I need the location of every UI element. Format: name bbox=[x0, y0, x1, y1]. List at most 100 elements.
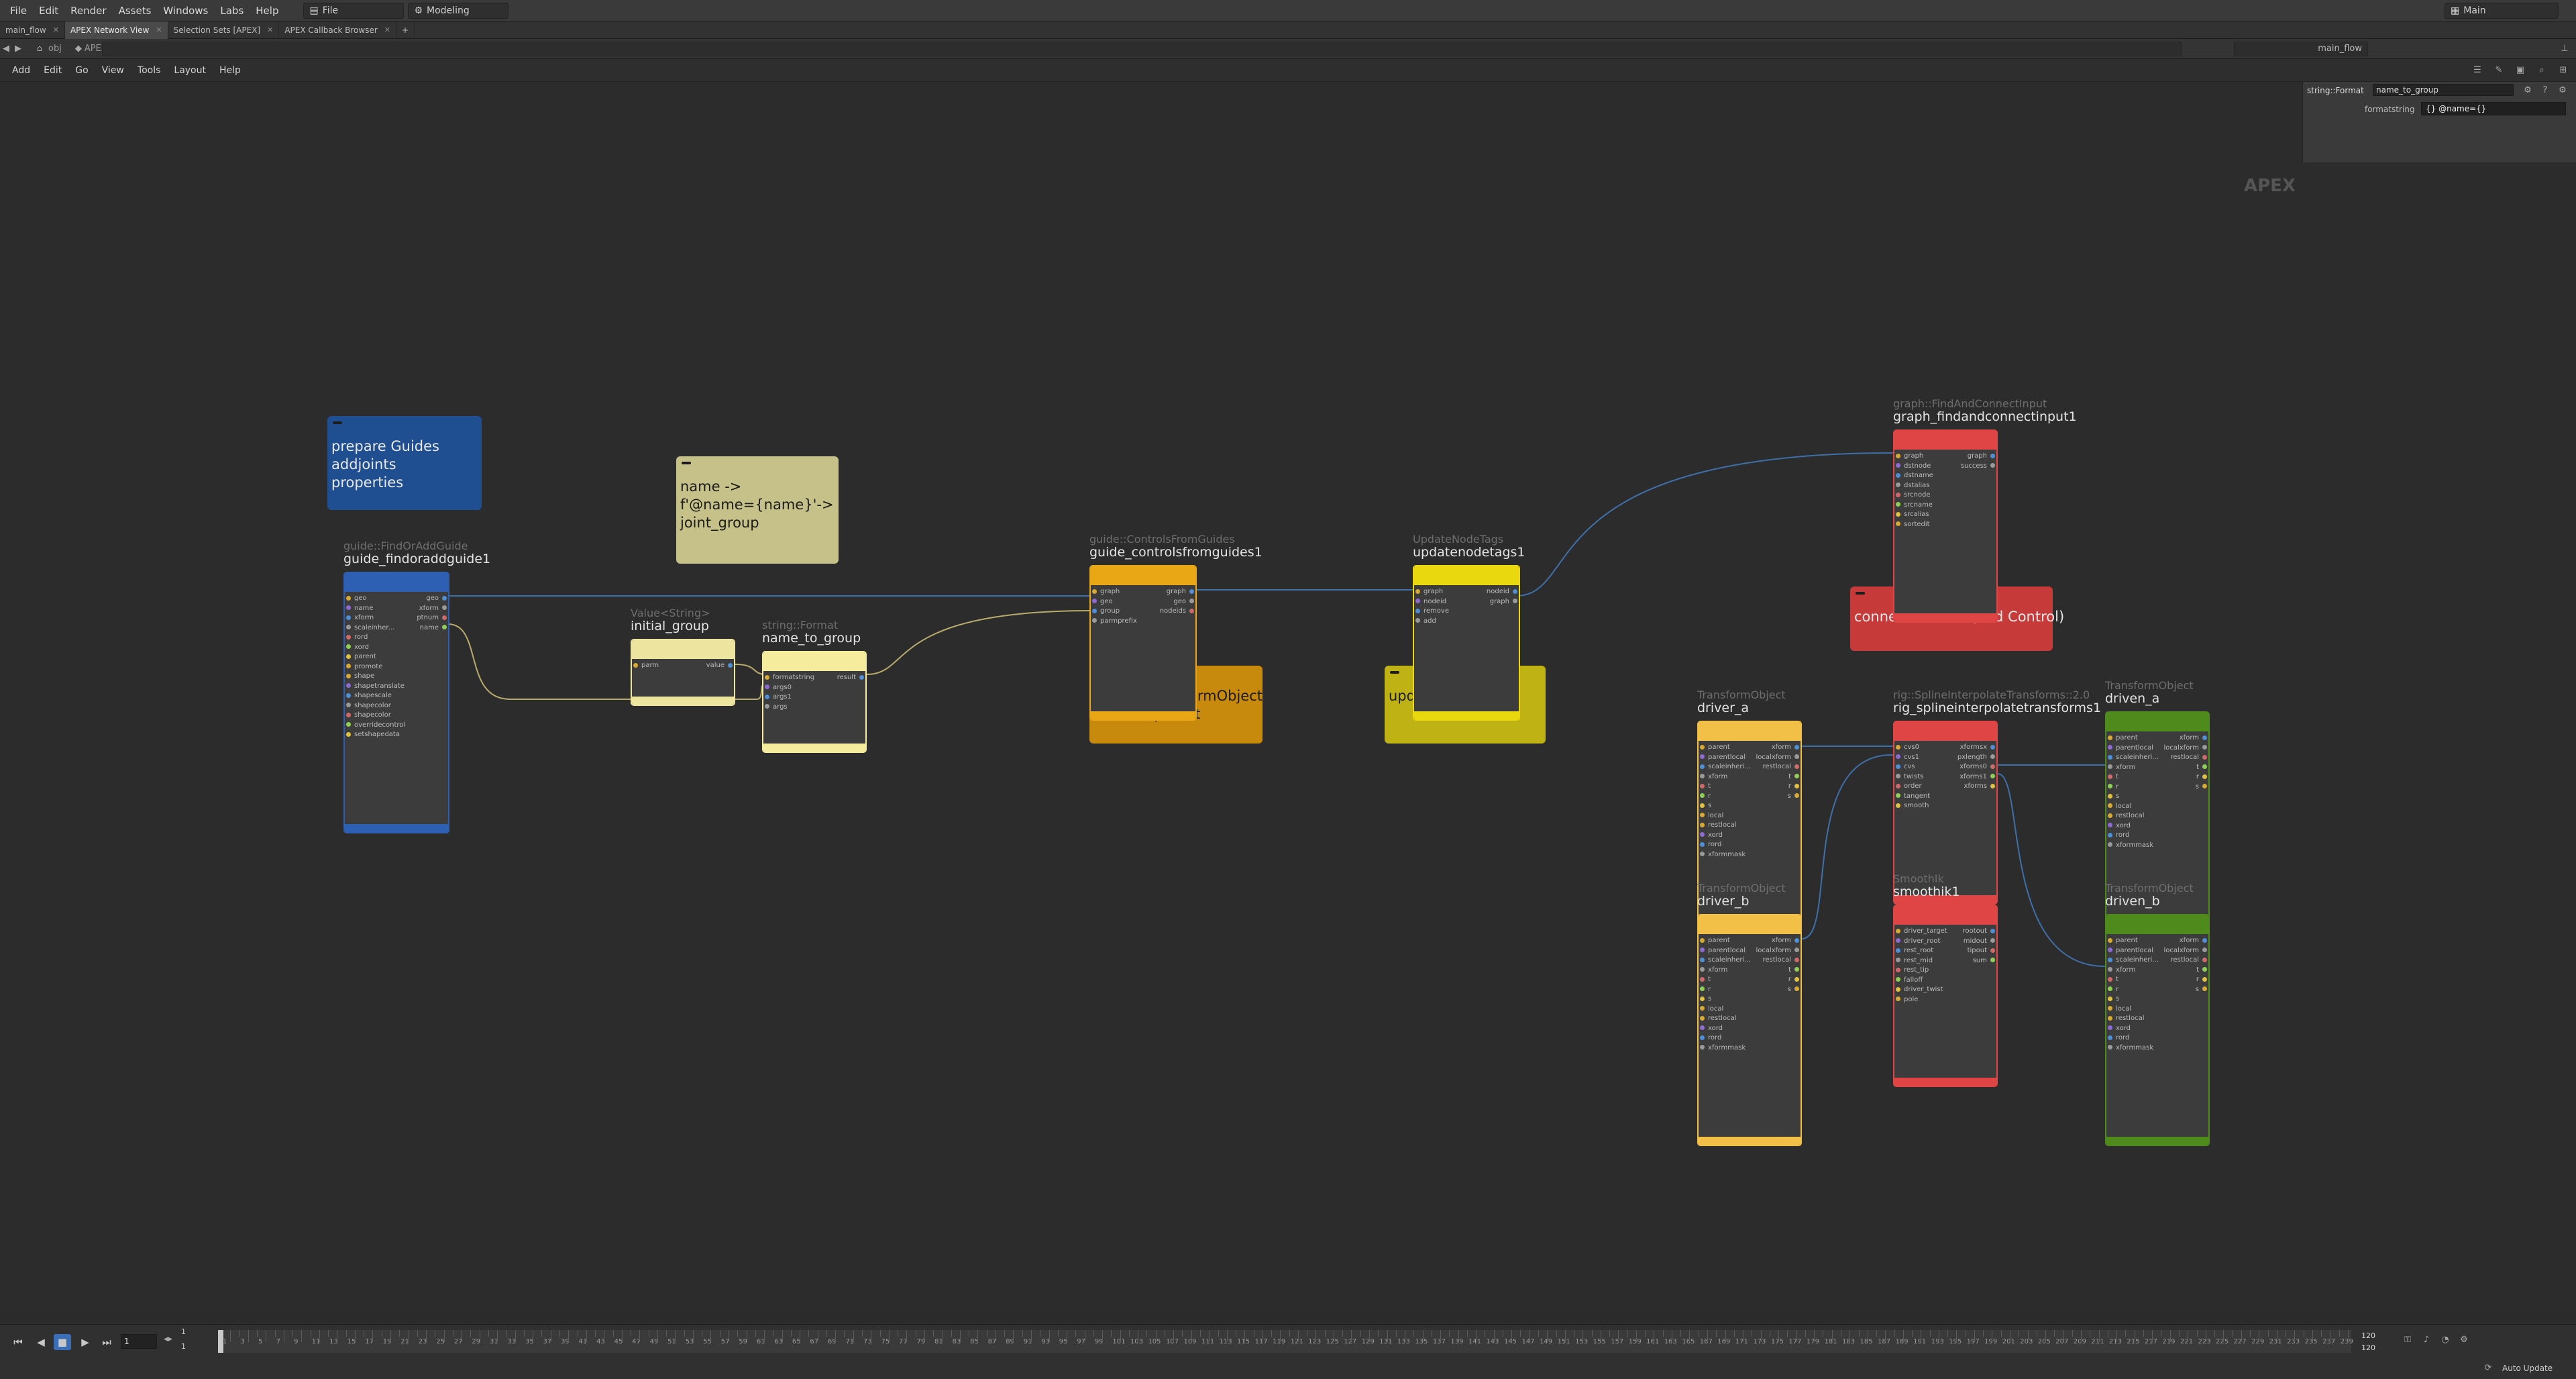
input-port[interactable]: shapecolor bbox=[346, 702, 391, 710]
input-port[interactable]: scaleinheri... bbox=[2108, 956, 2159, 964]
input-port[interactable]: dstalias bbox=[1896, 482, 1930, 490]
port-dot-icon[interactable] bbox=[1896, 492, 1900, 497]
port-dot-icon[interactable] bbox=[1794, 948, 1799, 952]
play-button[interactable]: ▶ bbox=[81, 1336, 89, 1348]
port-dot-icon[interactable] bbox=[1990, 928, 1995, 933]
port-dot-icon[interactable] bbox=[2202, 986, 2207, 991]
node-name[interactable]: updatenodetags1 bbox=[1413, 545, 1525, 560]
output-port[interactable]: restlocal bbox=[2171, 754, 2207, 762]
output-port[interactable]: r bbox=[2196, 976, 2207, 984]
network-menu-edit[interactable]: Edit bbox=[44, 64, 62, 76]
input-port[interactable]: shapescale bbox=[346, 692, 392, 700]
output-port[interactable]: xforms0 bbox=[1960, 763, 1995, 771]
menu-file[interactable]: File bbox=[10, 4, 28, 17]
output-port[interactable]: t bbox=[2196, 764, 2207, 772]
port-dot-icon[interactable] bbox=[1896, 967, 1900, 972]
input-port[interactable]: s bbox=[2108, 793, 2119, 801]
output-port[interactable]: rootout bbox=[1963, 927, 1995, 935]
input-port[interactable]: driver_twist bbox=[1896, 986, 1943, 994]
input-port[interactable]: parent bbox=[346, 653, 376, 661]
input-port[interactable]: shape bbox=[346, 672, 374, 680]
port-dot-icon[interactable] bbox=[2202, 957, 2207, 962]
port-dot-icon[interactable] bbox=[2202, 774, 2207, 779]
zoom-icon[interactable]: ⌕ bbox=[2539, 64, 2544, 75]
port-dot-icon[interactable] bbox=[1896, 754, 1900, 759]
node-name[interactable]: initial_group bbox=[631, 619, 709, 633]
input-port[interactable]: rord bbox=[2108, 831, 2129, 839]
tab-selection-sets-apex-[interactable]: Selection Sets [APEX]✕ bbox=[168, 21, 280, 39]
end-frame[interactable]: 120 bbox=[2361, 1331, 2375, 1340]
output-port[interactable]: t bbox=[1788, 966, 1799, 974]
output-port[interactable]: name bbox=[420, 624, 447, 632]
port-dot-icon[interactable] bbox=[1794, 957, 1799, 962]
port-dot-icon[interactable] bbox=[346, 625, 351, 629]
param-node-name[interactable]: name_to_group bbox=[2373, 84, 2514, 96]
output-port[interactable]: restlocal bbox=[1763, 956, 1799, 964]
input-port[interactable]: shapetranslate bbox=[346, 682, 405, 691]
port-dot-icon[interactable] bbox=[2202, 745, 2207, 750]
input-port[interactable]: parent bbox=[2108, 937, 2138, 945]
port-dot-icon[interactable] bbox=[346, 644, 351, 649]
output-port[interactable]: result bbox=[837, 674, 864, 682]
input-port[interactable]: parent bbox=[1700, 744, 1730, 752]
port-dot-icon[interactable] bbox=[1896, 744, 1900, 750]
close-icon[interactable]: ✕ bbox=[156, 25, 162, 34]
image-icon[interactable]: ▣ bbox=[2516, 64, 2525, 75]
close-icon[interactable]: ✕ bbox=[267, 25, 274, 34]
port-dot-icon[interactable] bbox=[1700, 803, 1705, 808]
stop-button[interactable]: ■ bbox=[54, 1334, 71, 1350]
output-port[interactable]: localxform bbox=[1756, 947, 1799, 955]
port-dot-icon[interactable] bbox=[1896, 482, 1900, 487]
node-header[interactable] bbox=[345, 573, 448, 592]
port-dot-icon[interactable] bbox=[1700, 996, 1705, 1001]
port-dot-icon[interactable] bbox=[1794, 754, 1799, 759]
port-dot-icon[interactable] bbox=[1700, 852, 1705, 856]
current-frame-marker[interactable] bbox=[218, 1330, 223, 1353]
port-dot-icon[interactable] bbox=[2108, 986, 2112, 991]
menu-assets[interactable]: Assets bbox=[118, 4, 152, 17]
port-dot-icon[interactable] bbox=[1415, 599, 1420, 603]
output-port[interactable]: geo bbox=[426, 595, 447, 603]
sticky-note-prepare[interactable]: prepare Guides addjoints properties bbox=[327, 416, 482, 510]
port-dot-icon[interactable] bbox=[1700, 744, 1705, 750]
port-dot-icon[interactable] bbox=[2108, 967, 2112, 972]
port-dot-icon[interactable] bbox=[1700, 764, 1705, 769]
input-port[interactable]: r bbox=[2108, 986, 2118, 994]
input-port[interactable]: overridecontrol bbox=[346, 721, 405, 729]
input-port[interactable]: r bbox=[2108, 783, 2118, 791]
port-dot-icon[interactable] bbox=[1990, 463, 1995, 468]
pin-icon[interactable]: ⊥ bbox=[2561, 43, 2569, 54]
input-port[interactable]: xformmask bbox=[2108, 841, 2153, 850]
port-dot-icon[interactable] bbox=[1415, 608, 1420, 613]
input-port[interactable]: parentlocal bbox=[1700, 947, 1746, 955]
input-port[interactable]: twists bbox=[1896, 773, 1923, 781]
minimize-icon[interactable] bbox=[333, 421, 342, 424]
port-dot-icon[interactable] bbox=[1896, 472, 1900, 478]
input-port[interactable]: parm bbox=[633, 662, 659, 670]
port-dot-icon[interactable] bbox=[1990, 744, 1995, 750]
port-dot-icon[interactable] bbox=[346, 673, 351, 678]
node-header[interactable] bbox=[2106, 915, 2208, 934]
help-icon[interactable]: ? bbox=[2542, 85, 2548, 95]
port-dot-icon[interactable] bbox=[1794, 976, 1799, 982]
node-header[interactable] bbox=[1699, 722, 1801, 741]
tab-main-flow[interactable]: main_flow✕ bbox=[0, 21, 65, 39]
note-icon[interactable]: ✎ bbox=[2495, 64, 2503, 75]
port-dot-icon[interactable] bbox=[1794, 986, 1799, 991]
input-port[interactable]: rord bbox=[1700, 1034, 1721, 1042]
node-header[interactable] bbox=[1414, 566, 1519, 585]
input-port[interactable]: tangent bbox=[1896, 793, 1930, 801]
port-dot-icon[interactable] bbox=[2108, 832, 2112, 837]
input-port[interactable]: cvs1 bbox=[1896, 754, 1919, 762]
port-dot-icon[interactable] bbox=[1896, 977, 1900, 982]
shelf-set-dropdown[interactable]: ▦Main bbox=[2445, 2, 2559, 19]
menu-labs[interactable]: Labs bbox=[220, 4, 244, 17]
auto-update-label[interactable]: Auto Update bbox=[2502, 1364, 2553, 1373]
port-dot-icon[interactable] bbox=[1189, 589, 1194, 594]
network-menu-go[interactable]: Go bbox=[75, 64, 89, 76]
minimize-icon[interactable] bbox=[682, 462, 691, 464]
port-dot-icon[interactable] bbox=[1700, 1006, 1705, 1011]
